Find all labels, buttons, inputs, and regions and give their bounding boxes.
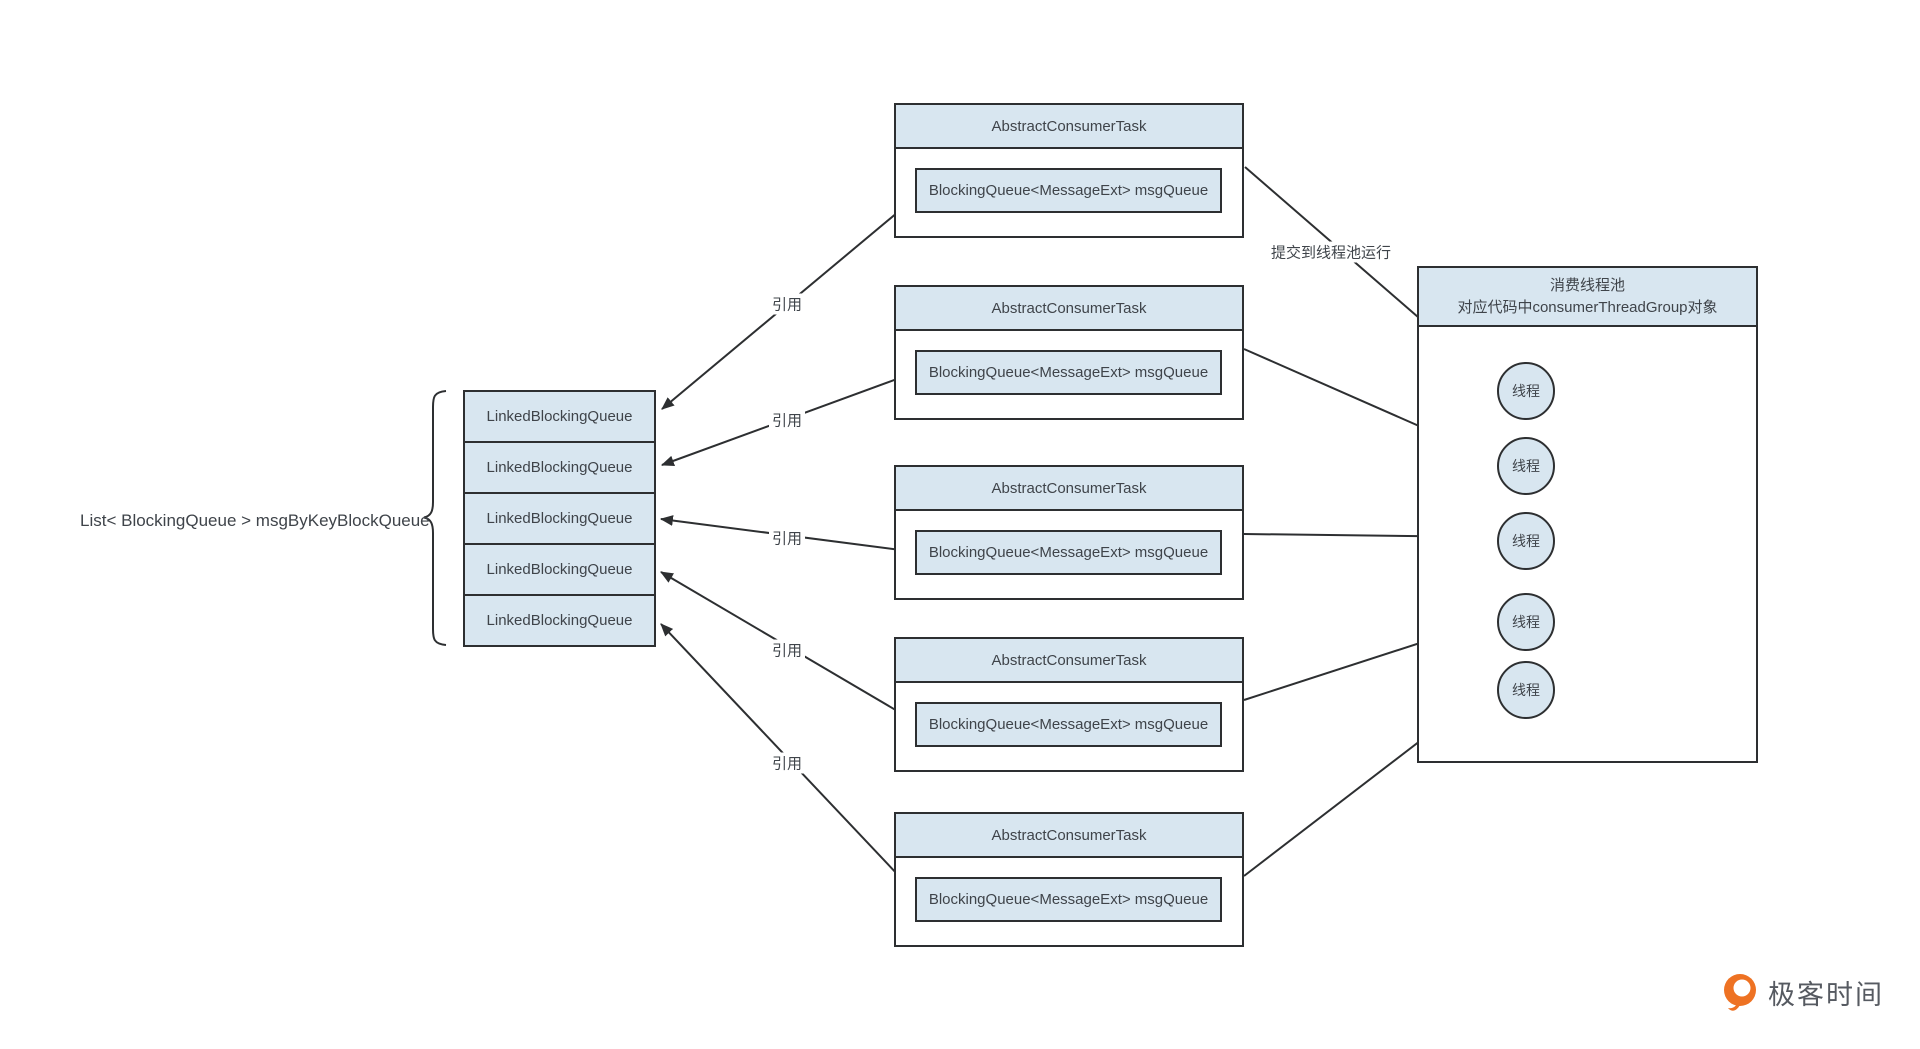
thread-circle: 线程 — [1497, 512, 1555, 570]
consumer-task-node-3: AbstractConsumerTask BlockingQueue<Messa… — [894, 465, 1244, 600]
geektime-logo-icon — [1724, 974, 1756, 1011]
geektime-logo-text: 极客时间 — [1768, 979, 1884, 1010]
task-title: AbstractConsumerTask — [896, 105, 1242, 149]
thread-circle: 线程 — [1497, 661, 1555, 719]
queue-stack: LinkedBlockingQueue LinkedBlockingQueue … — [463, 390, 656, 647]
msg-queue-field: BlockingQueue<MessageExt> msgQueue — [915, 530, 1222, 575]
thread-pool-subtitle: 对应代码中consumerThreadGroup对象 — [1457, 299, 1718, 316]
linked-blocking-queue-row: LinkedBlockingQueue — [463, 492, 656, 545]
consumer-task-node-5: AbstractConsumerTask BlockingQueue<Messa… — [894, 812, 1244, 947]
reference-edge-label: 引用 — [768, 293, 806, 315]
consumer-task-node-1: AbstractConsumerTask BlockingQueue<Messa… — [894, 103, 1244, 238]
thread-pool-title: 消费线程池 — [1549, 277, 1625, 294]
msg-queue-field: BlockingQueue<MessageExt> msgQueue — [915, 702, 1222, 747]
consumer-task-node-4: AbstractConsumerTask BlockingQueue<Messa… — [894, 637, 1244, 772]
thread-circle: 线程 — [1497, 362, 1555, 420]
reference-edge-label: 引用 — [768, 527, 806, 549]
thread-circle: 线程 — [1497, 593, 1555, 651]
msg-queue-field: BlockingQueue<MessageExt> msgQueue — [915, 350, 1222, 395]
list-declaration-label: List< BlockingQueue > msgByKeyBlockQueue — [80, 511, 430, 530]
linked-blocking-queue-row: LinkedBlockingQueue — [463, 543, 656, 596]
reference-edge-label: 引用 — [768, 639, 806, 661]
task-title: AbstractConsumerTask — [896, 814, 1242, 858]
linked-blocking-queue-row: LinkedBlockingQueue — [463, 594, 656, 647]
thread-pool-header: 消费线程池 对应代码中consumerThreadGroup对象 — [1419, 268, 1756, 327]
reference-edge-label: 引用 — [768, 409, 806, 431]
task-title: AbstractConsumerTask — [896, 287, 1242, 331]
thread-pool: 消费线程池 对应代码中consumerThreadGroup对象 线程 线程 线… — [1417, 266, 1758, 763]
msg-queue-field: BlockingQueue<MessageExt> msgQueue — [915, 168, 1222, 213]
consumer-task-node-2: AbstractConsumerTask BlockingQueue<Messa… — [894, 285, 1244, 420]
linked-blocking-queue-row: LinkedBlockingQueue — [463, 390, 656, 443]
msg-queue-field: BlockingQueue<MessageExt> msgQueue — [915, 877, 1222, 922]
task-title: AbstractConsumerTask — [896, 639, 1242, 683]
linked-blocking-queue-row: LinkedBlockingQueue — [463, 441, 656, 494]
geektime-logo: 极客时间 — [1720, 971, 1884, 1013]
submit-edge-label: 提交到线程池运行 — [1267, 241, 1395, 263]
task-title: AbstractConsumerTask — [896, 467, 1242, 511]
reference-edge-label: 引用 — [768, 752, 806, 774]
thread-circle: 线程 — [1497, 437, 1555, 495]
